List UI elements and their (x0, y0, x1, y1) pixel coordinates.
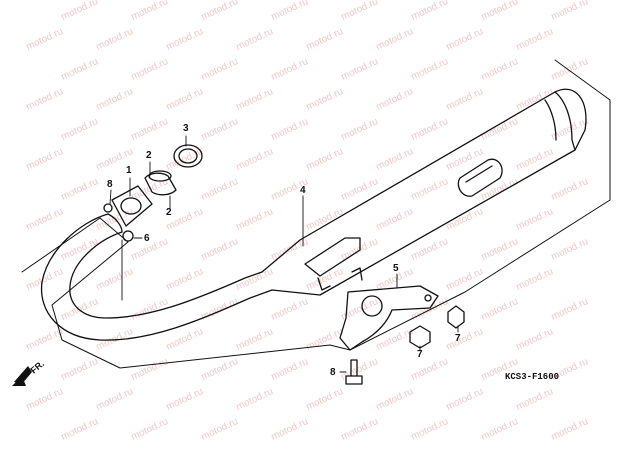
callout-8: 8 (330, 367, 336, 378)
muffler-end-cap (554, 91, 576, 151)
diagram-code: KCS3-F1600 (505, 372, 560, 382)
muffler-stay-bolt-hole (424, 294, 432, 302)
collar-rim (148, 170, 172, 182)
muffler-body (261, 88, 587, 296)
nut-6 (122, 230, 134, 242)
nut-8a (103, 203, 113, 213)
leader-lines (109, 135, 459, 373)
muffler-bracket (304, 237, 361, 277)
callout-5: 5 (393, 263, 399, 274)
gasket-ring-inner (178, 148, 198, 164)
callout-3: 3 (183, 123, 189, 134)
nut-7b (447, 305, 465, 329)
exhaust-pipe-end (107, 213, 123, 233)
assembly-outline (21, 59, 611, 369)
front-direction-arrow (12, 366, 32, 386)
nut-7a (409, 325, 431, 349)
exhaust-pipe-inner (69, 231, 263, 319)
callout-2: 2 (146, 150, 152, 161)
gasket-ring-outer (173, 144, 203, 168)
callout-2: 2 (166, 207, 172, 218)
collar (144, 172, 177, 196)
muffler-stay-tab (351, 267, 363, 281)
callout-6: 6 (144, 233, 150, 244)
callout-4: 4 (300, 185, 306, 196)
joint-flange (111, 185, 153, 227)
muffler-guard-inner (465, 165, 493, 183)
bolt-8 (345, 359, 363, 385)
callout-8: 8 (107, 179, 113, 190)
exhaust-pipe-outer (40, 213, 273, 341)
muffler-stay-hole (361, 295, 383, 317)
callout-7: 7 (417, 349, 423, 360)
muffler-guard (457, 158, 503, 197)
callout-7: 7 (455, 333, 461, 344)
muffler-seam (544, 99, 557, 141)
callout-1: 1 (126, 165, 132, 176)
muffler-bracket-tab (317, 277, 331, 291)
muffler-stay (339, 285, 439, 351)
joint-flange-hole (120, 197, 142, 215)
